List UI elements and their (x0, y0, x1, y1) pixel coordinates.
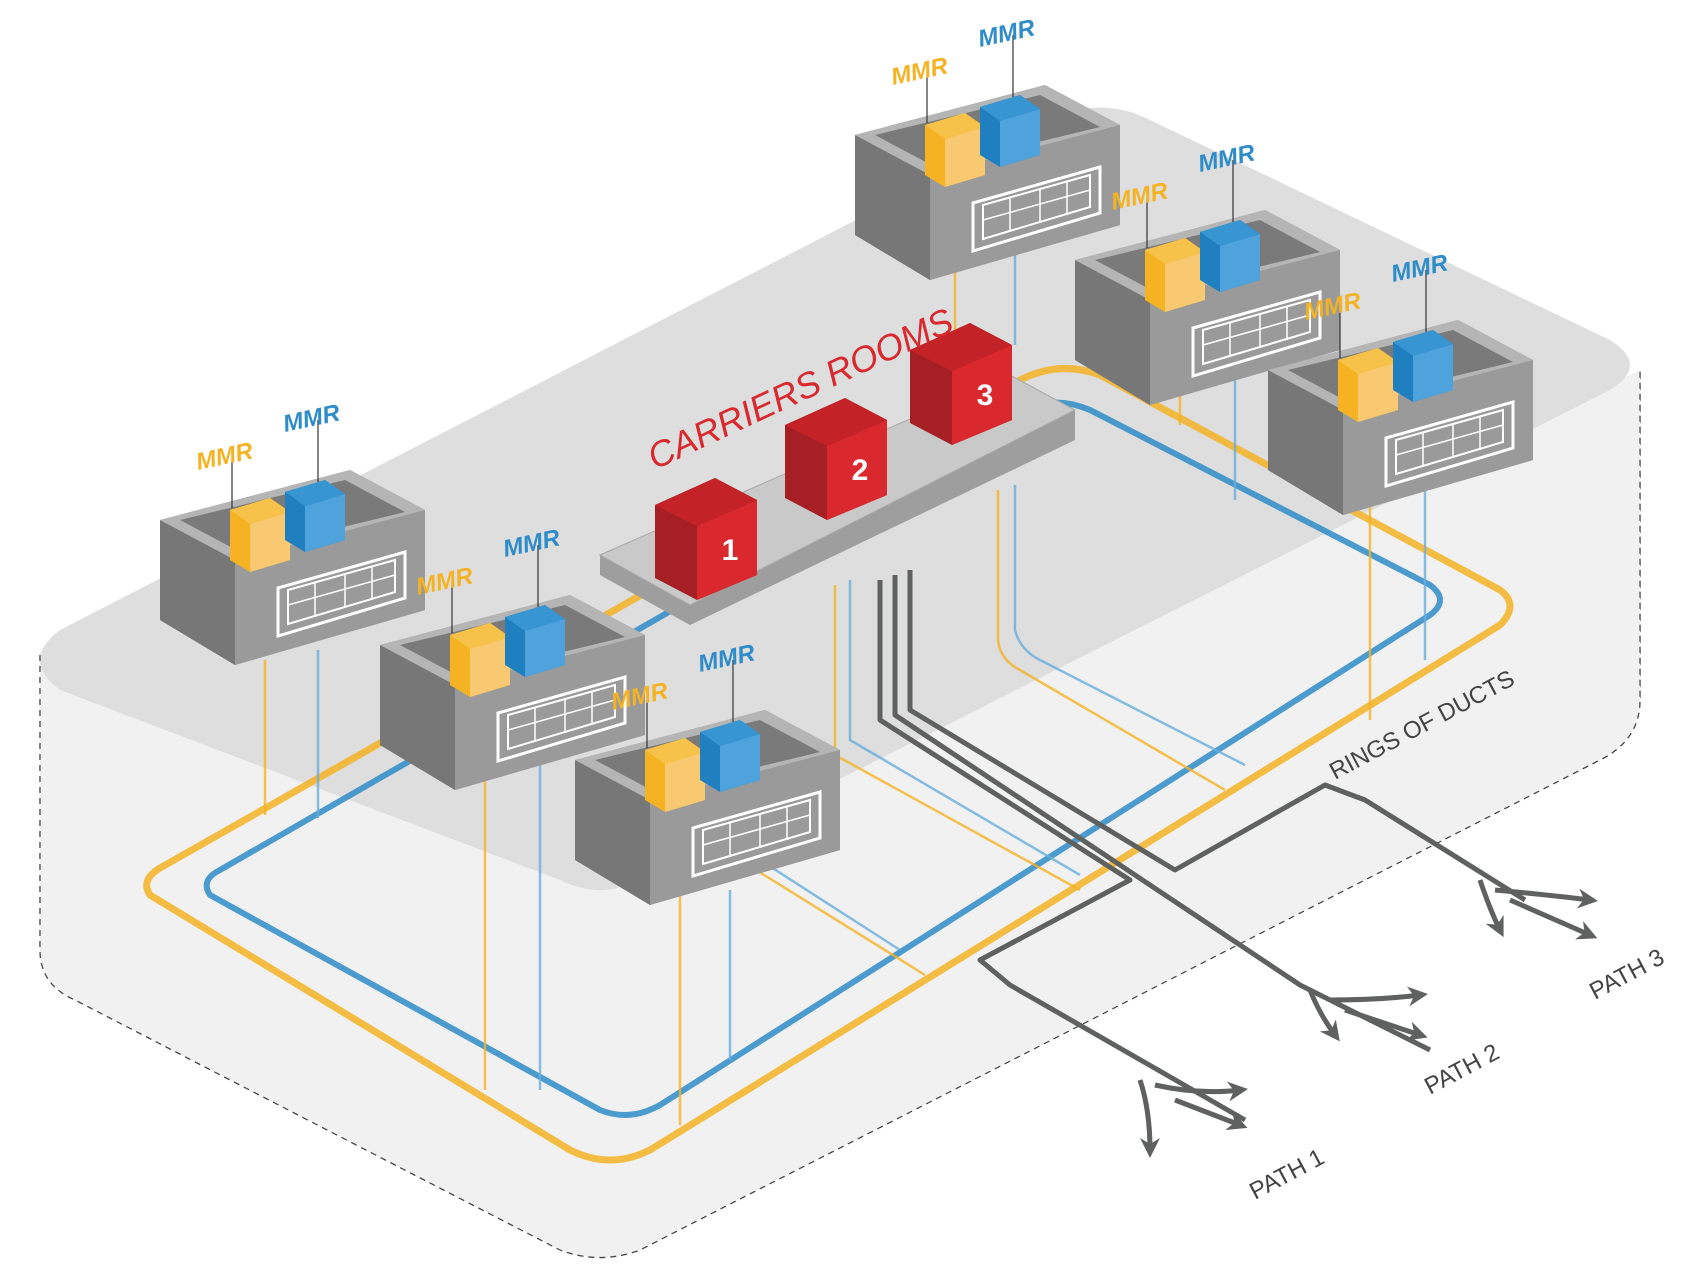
path-1-label: PATH 1 (1245, 1144, 1329, 1206)
carrier-room-3: 3 (910, 323, 1012, 445)
mmr-4-orange-label: MMR (889, 52, 951, 90)
mmr-leaders (231, 35, 1427, 748)
path-2-label: PATH 2 (1420, 1039, 1504, 1101)
path-arrows (1137, 879, 1598, 1158)
carrier-room-2: 2 (785, 398, 887, 520)
carrier-room-2-number: 2 (852, 454, 869, 487)
mmr-4-blue-label: MMR (976, 14, 1038, 52)
building-base-outline (39, 370, 1641, 1259)
feed-lines (263, 240, 1427, 1125)
mmr-1-orange-label: MMR (194, 437, 256, 475)
orange-duct-ring (143, 365, 1514, 1164)
carrier-room-1-number: 1 (722, 534, 739, 567)
carrier-room-1: 1 (655, 478, 757, 600)
carrier-room-3-number: 3 (977, 379, 994, 412)
blue-duct-ring (203, 399, 1443, 1118)
path-3-label: PATH 3 (1585, 944, 1669, 1006)
mmr-1-blue-label: MMR (281, 399, 343, 437)
